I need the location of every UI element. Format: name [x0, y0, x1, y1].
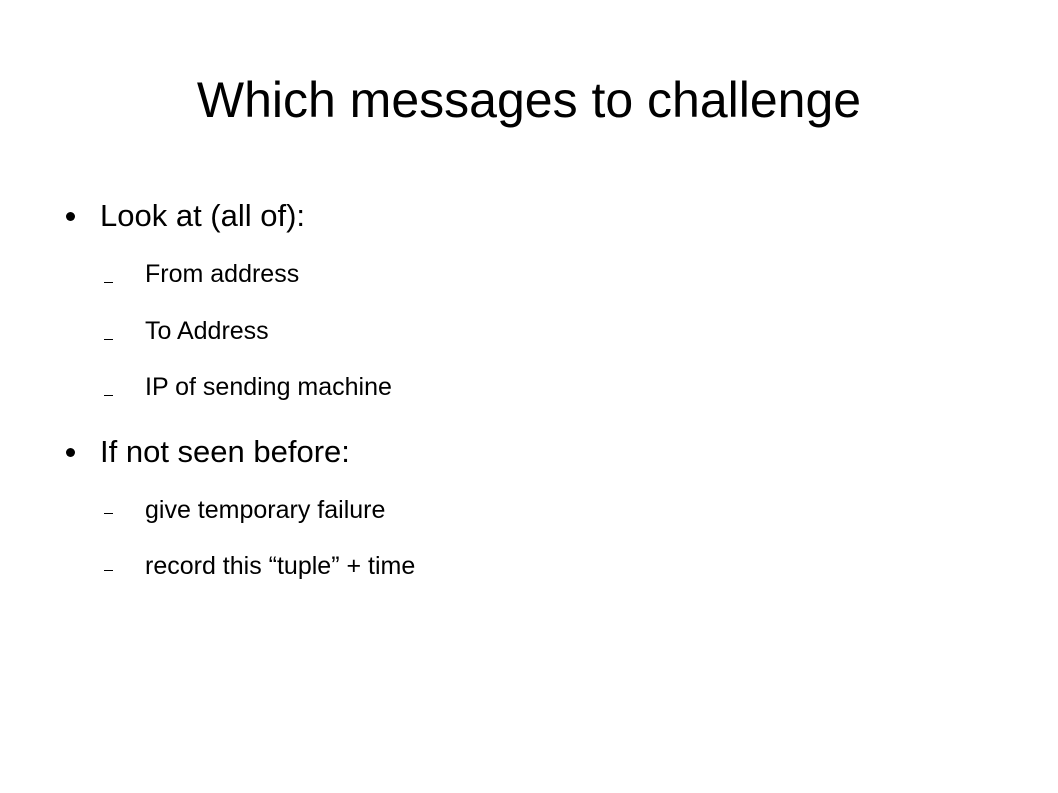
sub-bullet-item: To Address: [145, 317, 269, 345]
sub-bullet-item: give temporary failure: [145, 496, 386, 524]
sub-bullet-item: IP of sending machine: [145, 373, 392, 401]
slide-title: Which messages to challenge: [196, 72, 862, 128]
bullet-dash-icon: [104, 570, 113, 571]
bullet-dot-icon: [66, 212, 75, 221]
bullet-dash-icon: [104, 282, 113, 283]
bullet-item: Look at (all of):: [100, 198, 306, 233]
sub-bullet-item: From address: [145, 260, 300, 288]
sub-bullet-item: record this “tuple” + time: [145, 552, 416, 580]
bullet-dash-icon: [104, 513, 113, 514]
bullet-dash-icon: [104, 339, 113, 340]
bullet-dash-icon: [104, 395, 113, 396]
bullet-dot-icon: [66, 448, 75, 457]
bullet-item: If not seen before:: [100, 434, 350, 469]
